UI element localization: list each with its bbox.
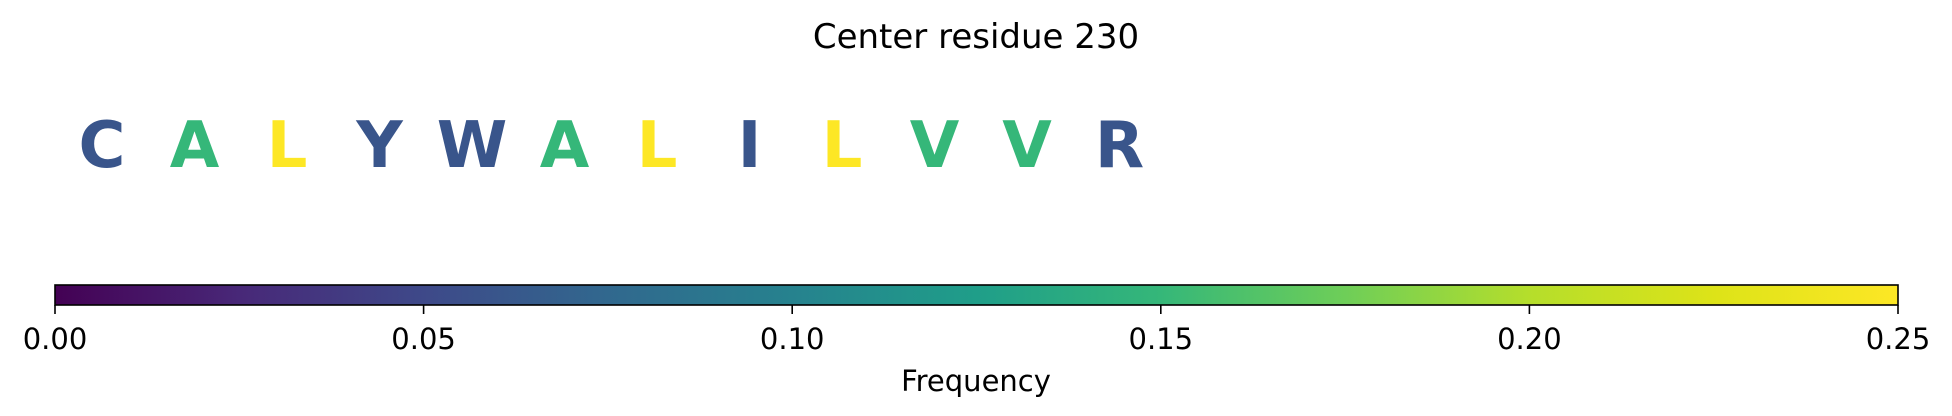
colorbar-tick-label: 0.00 xyxy=(23,322,88,356)
residue-letter: L xyxy=(637,109,678,183)
colorbar-ticks: 0.00 0.05 0.10 0.15 0.20 0.25 xyxy=(23,305,1931,356)
residue-letter: A xyxy=(170,109,220,183)
colorbar-tick-label: 0.15 xyxy=(1129,322,1194,356)
colorbar xyxy=(54,284,1899,306)
colorbar-label: Frequency xyxy=(901,364,1051,398)
chart-title: Center residue 230 xyxy=(813,17,1139,57)
colorbar-tick-label: 0.10 xyxy=(760,322,825,356)
residue-letter: I xyxy=(738,109,762,183)
residue-letter: V xyxy=(1002,109,1052,183)
residue-letter: A xyxy=(540,109,590,183)
residue-letter: W xyxy=(437,109,508,183)
residue-letter: C xyxy=(79,109,126,183)
colorbar-tick-label: 0.05 xyxy=(391,322,456,356)
residue-letter: R xyxy=(1095,109,1144,183)
colorbar-tick-label: 0.20 xyxy=(1497,322,1562,356)
residue-letter: Y xyxy=(355,109,403,183)
residue-letter: V xyxy=(910,109,960,183)
colorbar-tick-label: 0.25 xyxy=(1866,322,1931,356)
residue-letter: L xyxy=(267,109,308,183)
residue-letter: L xyxy=(822,109,863,183)
